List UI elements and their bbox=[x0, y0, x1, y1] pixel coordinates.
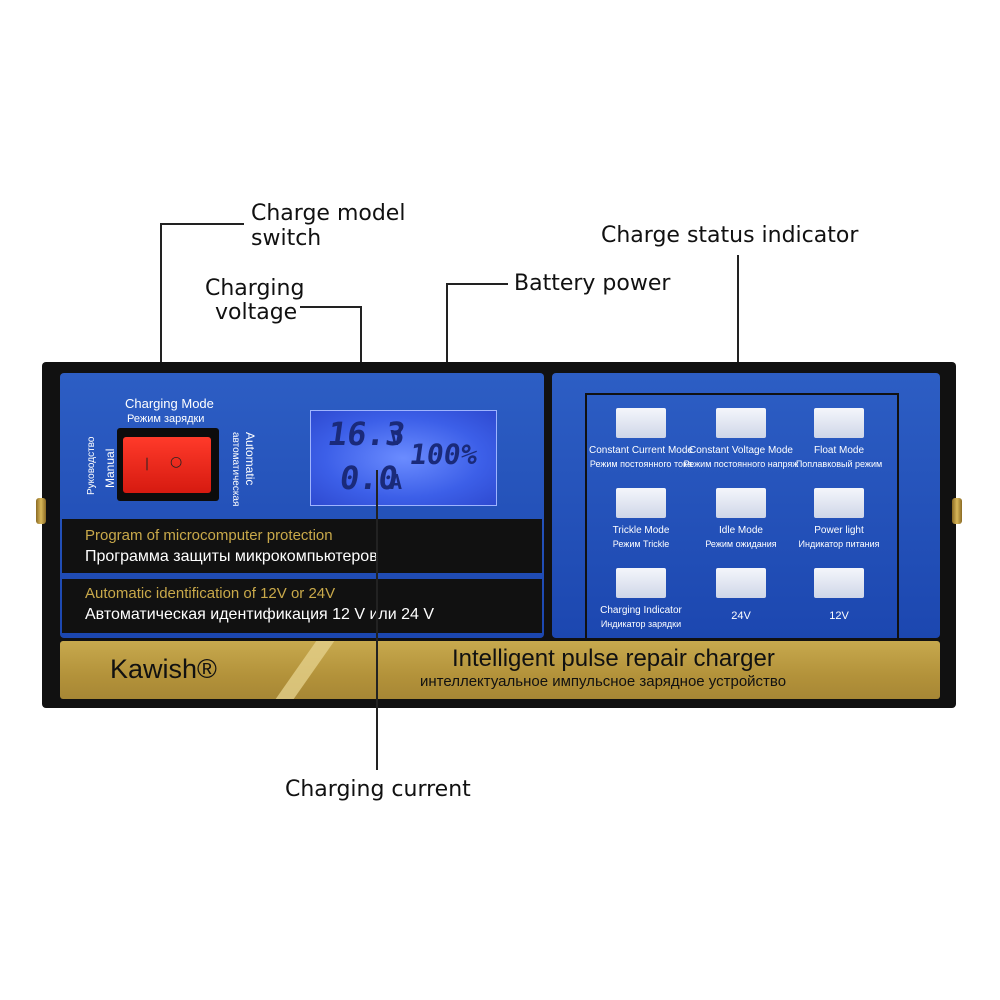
battery-callout-line-h bbox=[446, 283, 508, 285]
protection-text-ru: Программа защиты микрокомпьютеров bbox=[85, 548, 378, 565]
switch-right-label-ru: автоматическая bbox=[230, 432, 241, 507]
protection-band bbox=[62, 519, 542, 573]
indicator-led bbox=[814, 488, 864, 518]
lcd-voltage-unit: V bbox=[390, 426, 403, 450]
callout-charging-current: Charging current bbox=[285, 777, 471, 802]
battery-callout-line-v bbox=[446, 283, 448, 433]
charging-mode-switch[interactable] bbox=[123, 437, 211, 493]
indicator-label-en: Charging Indicator bbox=[600, 605, 682, 616]
indicator-label-en: 12V bbox=[829, 610, 849, 622]
status-callout-line-v bbox=[737, 255, 739, 395]
indicator-led bbox=[814, 408, 864, 438]
indicator-led bbox=[716, 408, 766, 438]
indicator-led bbox=[716, 488, 766, 518]
callout-charge-model-switch-line2: switch bbox=[251, 226, 322, 251]
switch-left-label-ru: Руководство bbox=[86, 436, 97, 495]
switch-left-label-en: Manual bbox=[103, 448, 117, 488]
indicator-led bbox=[814, 568, 864, 598]
left-terminal-post bbox=[36, 498, 46, 524]
indicator-label-en: Float Mode bbox=[813, 445, 865, 456]
indicator-label-en: Idle Mode bbox=[719, 525, 763, 536]
lcd-display bbox=[310, 410, 497, 506]
indicator-label-ru: Индикатор питания bbox=[798, 539, 880, 549]
callout-charge-model-switch-line1: Charge model bbox=[251, 201, 406, 226]
switch-on-mark: ○ bbox=[170, 454, 183, 470]
auto-id-text-en: Automatic identification of 12V or 24V bbox=[85, 585, 336, 602]
callout-charging-voltage-line2: voltage bbox=[215, 300, 298, 325]
auto-id-band bbox=[62, 579, 542, 633]
indicator-led bbox=[716, 568, 766, 598]
indicator-label-ru: Режим постоянного напряж bbox=[683, 459, 799, 469]
product-title-ru: интеллектуальное импульсное зарядное уст… bbox=[420, 673, 787, 690]
switch-callout-line-v bbox=[160, 223, 162, 468]
indicator-label-ru: Индикатор зарядки bbox=[600, 619, 682, 629]
callout-charge-status-indicator: Charge status indicator bbox=[601, 223, 859, 248]
voltage-callout-line-h bbox=[300, 306, 362, 308]
indicator-label-ru: Поплавковый режим bbox=[795, 459, 883, 469]
indicator-label-en: Constant Voltage Mode bbox=[689, 445, 793, 456]
current-callout-line-v bbox=[376, 470, 378, 770]
indicator-led bbox=[616, 488, 666, 518]
switch-callout-line-h bbox=[160, 223, 244, 225]
indicator-label-en: Power light bbox=[814, 525, 864, 536]
indicator-label-ru: Режим постоянного тока bbox=[589, 459, 693, 469]
indicator-label-en: Trickle Mode bbox=[612, 525, 670, 536]
brand-name: Kawish® bbox=[110, 654, 217, 684]
lcd-battery-percent: 100% bbox=[407, 438, 480, 471]
indicator-label-en: Constant Current Mode bbox=[589, 445, 693, 456]
switch-off-mark: — bbox=[139, 457, 155, 471]
right-terminal-post bbox=[952, 498, 962, 524]
switch-title-en: Charging Mode bbox=[125, 396, 214, 411]
switch-title-ru: Режим зарядки bbox=[127, 413, 205, 425]
protection-text-en: Program of microcomputer protection bbox=[85, 527, 333, 544]
branding-band bbox=[60, 641, 940, 699]
indicator-led bbox=[616, 408, 666, 438]
indicator-led bbox=[616, 568, 666, 598]
switch-right-label-en: Automatic bbox=[243, 432, 257, 486]
charge-status-indicator-box bbox=[585, 393, 899, 641]
auto-id-text-ru: Автоматическая идентификация 12 V или 24… bbox=[85, 606, 435, 623]
product-title-en: Intelligent pulse repair charger bbox=[452, 645, 775, 672]
indicator-label-en: 24V bbox=[731, 610, 751, 622]
lcd-current-unit: A bbox=[390, 470, 403, 494]
indicator-label-ru: Режим Trickle bbox=[612, 539, 670, 549]
callout-battery-power: Battery power bbox=[514, 271, 671, 296]
callout-charging-voltage-line1: Charging bbox=[205, 276, 305, 301]
indicator-label-ru: Режим ожидания bbox=[705, 539, 777, 549]
